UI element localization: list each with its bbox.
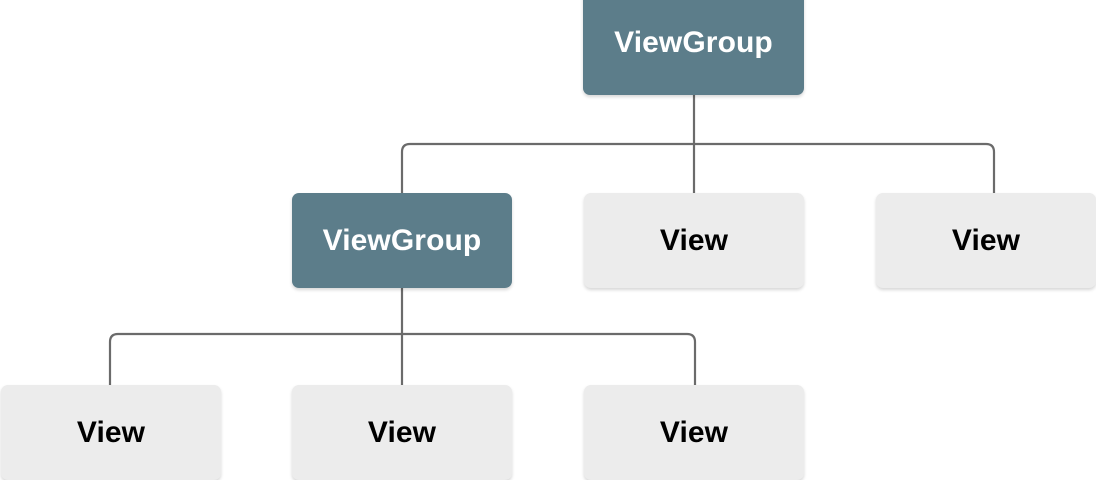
node-grandchild-view-left[interactable]: View	[1, 385, 221, 480]
node-root-viewgroup[interactable]: ViewGroup	[583, 0, 804, 95]
node-label: View	[951, 223, 1021, 257]
connector-child1-bus	[108, 332, 697, 386]
node-label: ViewGroup	[322, 223, 482, 257]
node-label: View	[367, 415, 437, 449]
node-label: ViewGroup	[614, 25, 773, 59]
node-grandchild-view-center[interactable]: View	[292, 385, 512, 480]
node-label: View	[659, 223, 729, 257]
node-grandchild-view-right[interactable]: View	[584, 385, 804, 480]
connector-root-bus	[400, 142, 996, 194]
node-label: View	[659, 415, 729, 449]
node-label: View	[76, 415, 146, 449]
node-child-viewgroup[interactable]: ViewGroup	[292, 193, 512, 288]
node-child-view-center[interactable]: View	[584, 193, 804, 288]
node-child-view-right[interactable]: View	[876, 193, 1096, 288]
